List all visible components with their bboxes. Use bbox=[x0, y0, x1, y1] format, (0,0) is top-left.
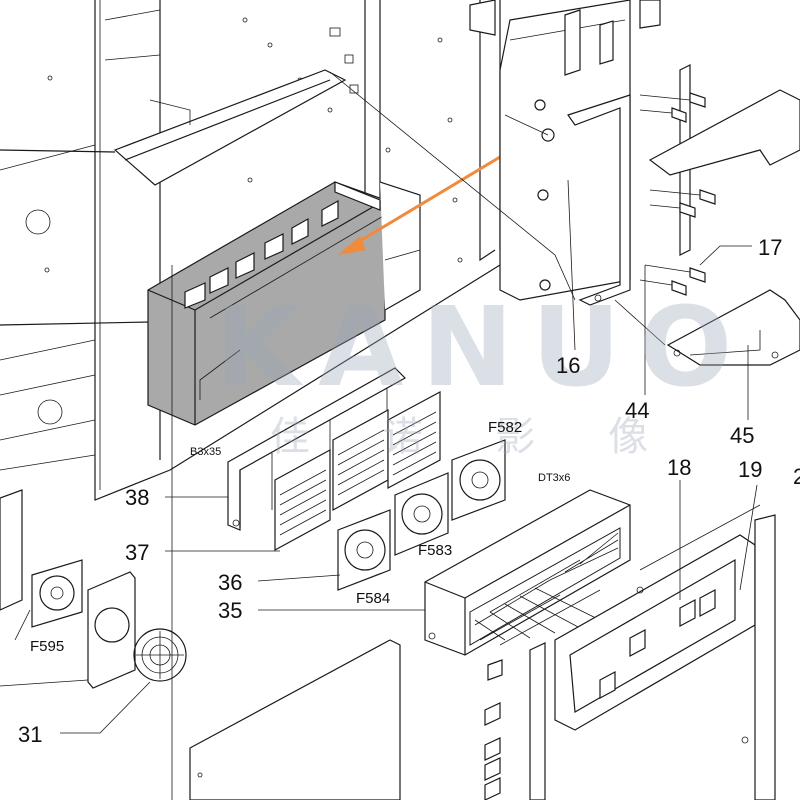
callout-17: 17 bbox=[758, 235, 782, 260]
callout-16: 16 bbox=[556, 353, 580, 378]
label-f595: F595 bbox=[30, 638, 64, 655]
watermark: KANUO 佳 诺 影 像 bbox=[215, 283, 750, 460]
callout-labels: 16 17 18 19 2 31 35 36 37 38 44 45 bbox=[18, 235, 800, 747]
callout-31: 31 bbox=[18, 722, 42, 747]
highlighted-module bbox=[147, 181, 421, 426]
label-f582: F582 bbox=[488, 419, 522, 436]
fans bbox=[0, 439, 506, 628]
filter-box bbox=[424, 489, 631, 656]
callout-38: 38 bbox=[125, 485, 149, 510]
filter-frame bbox=[227, 367, 406, 531]
part-labels: F582 F583 F584 F595 B3x35 DT3x6 bbox=[30, 419, 570, 655]
watermark-brand: KANUO bbox=[215, 283, 750, 411]
callout-19: 19 bbox=[738, 457, 762, 482]
bottom-panel bbox=[189, 639, 401, 800]
gasket-frame bbox=[529, 504, 776, 800]
watermark-cjk: 佳 诺 影 像 bbox=[270, 414, 678, 460]
callout-36: 36 bbox=[218, 570, 242, 595]
callout-2: 2 bbox=[793, 464, 800, 489]
air-filters bbox=[274, 390, 441, 552]
callout-44: 44 bbox=[625, 398, 649, 423]
screw-set bbox=[639, 92, 716, 296]
label-f583: F583 bbox=[418, 542, 452, 559]
right-bracket-assembly bbox=[469, 0, 800, 366]
callout-45: 45 bbox=[730, 423, 754, 448]
fan-guard bbox=[87, 571, 187, 689]
label-f584: F584 bbox=[356, 590, 390, 607]
label-dt3x6: DT3x6 bbox=[538, 472, 570, 484]
leader-lines bbox=[0, 71, 758, 800]
label-b3x35: B3x35 bbox=[190, 446, 221, 458]
callout-35: 35 bbox=[218, 598, 242, 623]
cabinet-frame bbox=[0, 0, 501, 501]
callout-37: 37 bbox=[125, 540, 149, 565]
callout-18: 18 bbox=[667, 455, 691, 480]
connector-stack bbox=[484, 659, 503, 800]
insertion-arrow bbox=[338, 143, 521, 255]
